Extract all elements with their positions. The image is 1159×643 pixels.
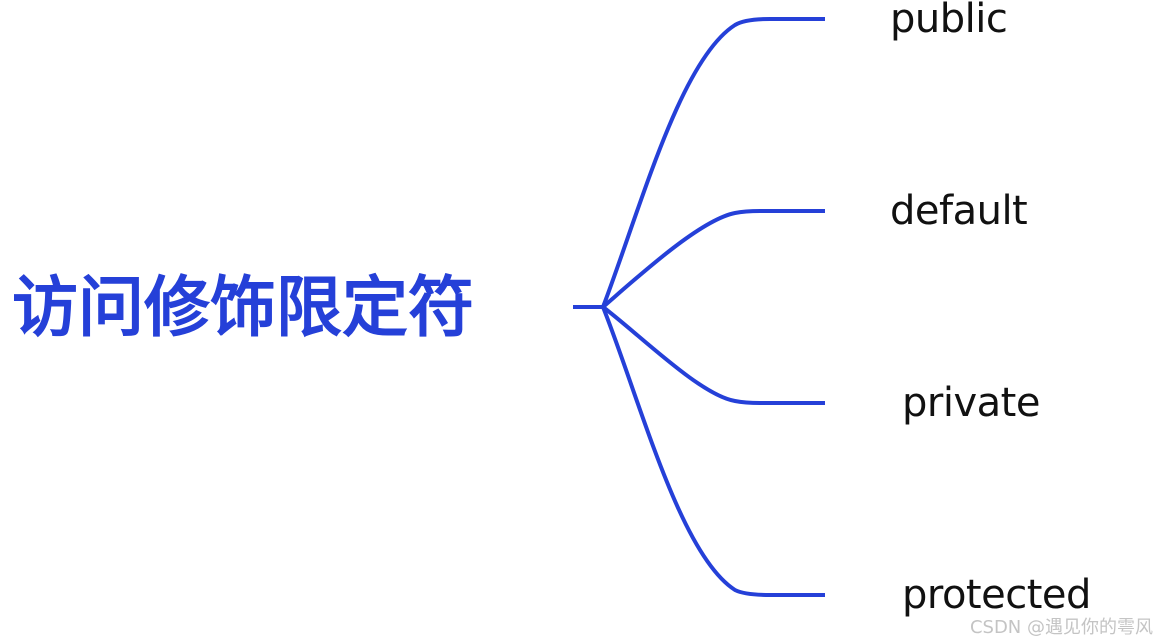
link-private	[601, 305, 825, 405]
watermark: CSDN @遇见你的雩风	[969, 617, 1153, 638]
leaf-public: public	[890, 0, 1008, 42]
leaf-private: private	[902, 380, 1040, 426]
root-node-title: 访问修饰限定符	[12, 269, 474, 346]
link-default	[601, 209, 825, 309]
leaf-default: default	[890, 188, 1028, 234]
link-protected	[601, 306, 825, 597]
leaf-protected: protected	[902, 572, 1091, 618]
link-public	[601, 17, 825, 308]
